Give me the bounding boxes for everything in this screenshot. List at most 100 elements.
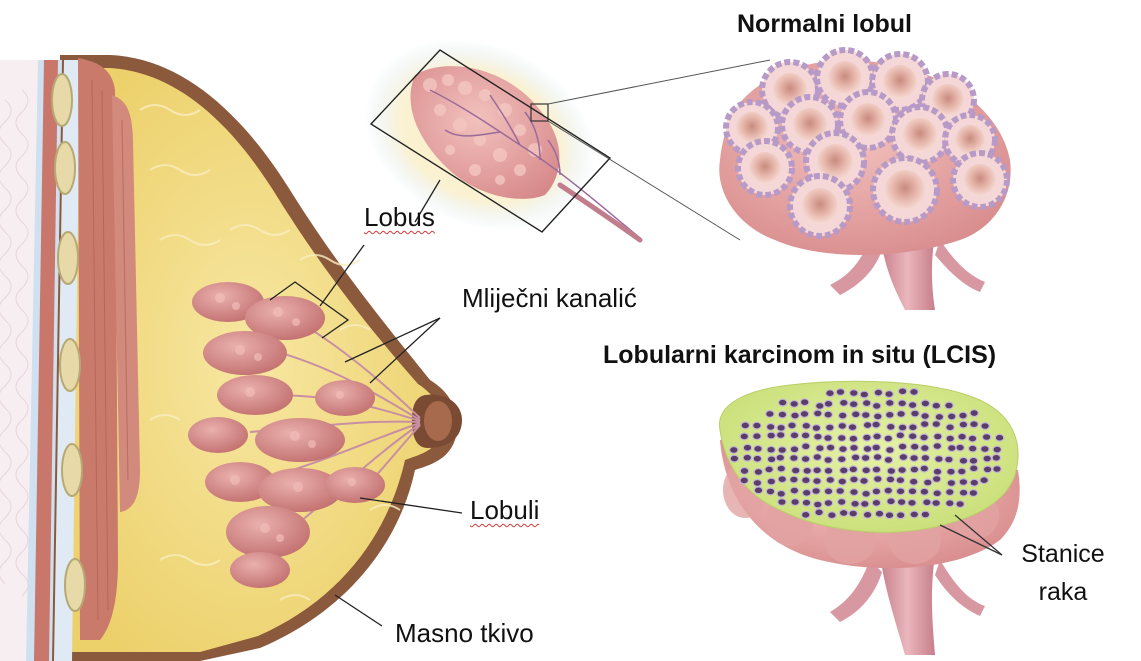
cancer-cell — [778, 411, 786, 418]
cancer-cell — [816, 403, 824, 410]
lobule — [255, 418, 345, 462]
cancer-cell — [910, 478, 918, 485]
cancer-cell — [908, 488, 916, 495]
cancer-cell — [982, 434, 990, 441]
lobule — [217, 375, 293, 415]
lobus-label-box: Lobus — [364, 202, 435, 233]
cancer-cell — [777, 424, 785, 431]
cancer-cell — [754, 445, 762, 452]
cancer-cell — [885, 512, 893, 519]
cancer-cell — [872, 466, 880, 473]
cancer-cell — [848, 424, 856, 431]
acinus — [953, 153, 1007, 207]
cancer-cell — [788, 422, 796, 429]
rib — [62, 444, 82, 496]
normalni-lobul-title: Normalni lobul — [737, 10, 912, 39]
cancer-cell — [923, 499, 931, 506]
cancer-cell — [874, 389, 882, 396]
cancer-cell — [920, 488, 928, 495]
cancer-cell — [959, 489, 967, 496]
cancer-cell — [948, 413, 956, 420]
cancer-cell — [850, 444, 858, 451]
lobus-main-duct — [560, 185, 640, 240]
cancer-cell — [946, 489, 954, 496]
cancer-cell — [910, 455, 918, 462]
cancer-cell — [862, 490, 870, 497]
cancer-cell — [824, 457, 832, 464]
cancer-cell — [863, 511, 871, 518]
cancer-cell — [911, 443, 919, 450]
cancer-cell — [791, 499, 799, 506]
cancer-cell — [767, 446, 775, 453]
cancer-cell — [850, 390, 858, 397]
cancer-cell — [983, 466, 991, 473]
cancer-cell — [800, 411, 808, 418]
acinus — [790, 176, 850, 236]
normalni-lobul-text: Normalni lobul — [737, 10, 912, 38]
lobule — [188, 417, 248, 453]
cancer-cell — [933, 468, 941, 475]
cancer-cell — [980, 477, 988, 484]
cancer-cell — [778, 499, 786, 506]
cancer-cell — [801, 456, 809, 463]
cancer-cell — [897, 499, 905, 506]
cancer-cell — [872, 421, 880, 428]
cancer-cell — [838, 456, 846, 463]
cancer-cell — [897, 411, 905, 418]
cancer-cell — [945, 456, 953, 463]
cancer-cell — [790, 401, 798, 408]
cancer-cell — [824, 488, 832, 495]
rib — [55, 142, 75, 194]
cancer-cell — [909, 424, 917, 431]
masno-pointer — [335, 595, 382, 626]
cancer-cell — [778, 447, 786, 454]
acinus — [738, 141, 792, 195]
cancer-cell — [790, 476, 798, 483]
cancer-cell — [935, 456, 943, 463]
cancer-cell — [753, 422, 761, 429]
cancer-cell — [875, 510, 883, 517]
cancer-cell — [958, 468, 966, 475]
cancer-cell — [767, 424, 775, 431]
cancer-cell — [802, 499, 810, 506]
cancer-cell — [849, 466, 857, 473]
cancer-cell — [824, 435, 832, 442]
cancer-cell — [790, 446, 798, 453]
cancer-cell — [838, 435, 846, 442]
cancer-cell — [909, 433, 917, 440]
lcis-stalk — [880, 555, 935, 655]
cancer-cell — [886, 447, 894, 454]
cancer-cell — [815, 509, 823, 516]
cancer-cell — [838, 423, 846, 430]
cancer-cell — [824, 411, 832, 418]
cancer-cell — [908, 402, 916, 409]
cancer-cell — [838, 499, 846, 506]
cancer-cell — [840, 399, 848, 406]
cancer-cell — [836, 488, 844, 495]
stanice-raka-label-box: Stanice raka — [1013, 535, 1113, 611]
cancer-cell — [861, 501, 869, 508]
cancer-cell — [802, 477, 810, 484]
cancer-cell — [826, 424, 834, 431]
cancer-cell — [790, 432, 798, 439]
cancer-cell — [814, 410, 822, 417]
mlijecni-kanalic-label: Mliječni kanalić — [462, 283, 637, 313]
cancer-cell — [884, 457, 892, 464]
cancer-cell — [753, 433, 761, 440]
cancer-cell — [874, 476, 882, 483]
lobuli-label: Lobuli — [470, 495, 539, 525]
cancer-cell — [969, 457, 977, 464]
cancer-cell — [766, 488, 774, 495]
cancer-cell — [824, 500, 832, 507]
cancer-cell — [969, 490, 977, 497]
cancer-cell — [754, 487, 762, 494]
cancer-cell — [765, 466, 773, 473]
cancer-cell — [947, 468, 955, 475]
cancer-cell — [861, 455, 869, 462]
cancer-cell — [921, 511, 929, 518]
cancer-cell — [826, 390, 834, 397]
cancer-cell — [802, 422, 810, 429]
muscle-layer-2 — [78, 58, 118, 640]
acinus — [873, 158, 937, 222]
cancer-cell — [863, 434, 871, 441]
